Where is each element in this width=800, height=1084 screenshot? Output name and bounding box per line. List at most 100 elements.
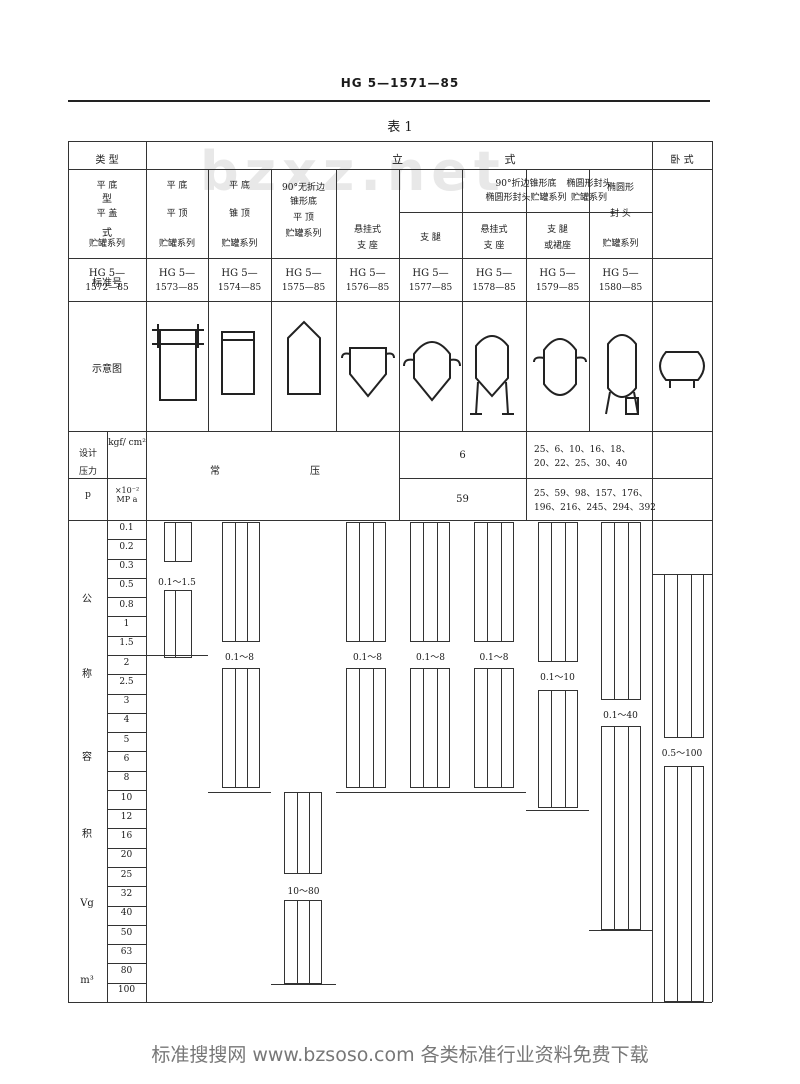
std-no-1-b: 1572—85 xyxy=(85,283,129,293)
v-line xyxy=(107,520,108,1002)
range-end-3 xyxy=(271,984,336,985)
range-bar-6a xyxy=(474,522,514,642)
col-4-l4: 贮罐系列 xyxy=(285,229,322,239)
volume-label-4: 积 xyxy=(82,829,92,840)
style-label-b: 式 xyxy=(102,228,112,239)
table-caption: 表 1 xyxy=(387,120,413,135)
v-line xyxy=(399,169,400,520)
col-4-l2: 锥形底 xyxy=(289,197,317,207)
group-horizontal: 卧 式 xyxy=(670,155,694,166)
col-2-l3: 贮罐系列 xyxy=(158,239,195,249)
range-end-6 xyxy=(462,792,526,793)
range-bar-3b xyxy=(284,900,322,984)
cone-pressure-mpa: 59 xyxy=(456,494,469,505)
sketch-cone-legs xyxy=(470,335,514,415)
volume-25: 25 xyxy=(120,870,133,880)
sketch-cone-top xyxy=(287,320,321,395)
col-7-l1: 悬挂式 xyxy=(480,225,508,235)
ell-pressure-mpa-1: 25、59、98、157、176、 xyxy=(534,489,648,499)
volume-100: 100 xyxy=(117,985,136,995)
unit-kgf: kgf/ cm² xyxy=(108,438,146,448)
volume-3: 3 xyxy=(123,696,130,706)
scale-tick xyxy=(107,963,146,964)
col-4-l3: 平 顶 xyxy=(293,213,314,223)
volume-label-2: 称 xyxy=(82,669,92,680)
range-label-7: 0.1～10 xyxy=(540,673,575,683)
scale-tick xyxy=(107,539,146,540)
bottom-border xyxy=(68,1002,652,1003)
sketch-cone-lug xyxy=(403,341,461,402)
ell-pressure-mpa-2: 196、216、245、294、392 xyxy=(534,503,656,513)
scale-tick xyxy=(107,578,146,579)
range-bar-8b xyxy=(601,726,641,930)
col-1-l2: 平 盖 xyxy=(96,209,118,219)
volume-10: 10 xyxy=(120,793,133,803)
pressure-label-1: 设计 xyxy=(78,449,97,459)
volume-63: 63 xyxy=(120,947,133,957)
scale-tick xyxy=(107,925,146,926)
scale-tick xyxy=(107,636,146,637)
range-label-9: 0.5～100 xyxy=(661,749,703,759)
cone-group-title: 90°折边锥形底 xyxy=(495,179,557,189)
scale-tick xyxy=(107,751,146,752)
volume-4: 4 xyxy=(123,715,130,725)
cone-pressure-kgf: 6 xyxy=(459,450,466,461)
scale-tick xyxy=(107,771,146,772)
v-line xyxy=(526,169,527,520)
scale-tick xyxy=(107,597,146,598)
volume-20: 20 xyxy=(120,850,133,860)
range-end-7 xyxy=(526,810,589,811)
v-line xyxy=(462,169,463,431)
col-8-l1: 支 腿 xyxy=(547,225,568,235)
pressure-label-2: 压力 xyxy=(78,467,97,477)
ell-pressure-kgf-1: 25、6、10、16、18、 xyxy=(534,445,631,455)
col-3-l3: 贮罐系列 xyxy=(221,239,258,249)
range-bar-7b xyxy=(538,690,578,808)
header-rule xyxy=(68,100,710,102)
col-3-l1: 平 底 xyxy=(229,181,250,191)
h-line xyxy=(68,301,712,302)
std-no-5-a: HG 5— xyxy=(349,268,386,279)
col-5-l1: 悬挂式 xyxy=(353,225,381,235)
v-line xyxy=(271,169,272,431)
col-4-l1: 90°无折边 xyxy=(282,183,325,193)
col-9-l2: 封 头 xyxy=(610,209,631,219)
std-no-3-a: HG 5— xyxy=(221,268,258,279)
scale-tick xyxy=(107,616,146,617)
range-label-8: 0.1～40 xyxy=(603,711,638,721)
sub-divider xyxy=(399,212,652,213)
h-line xyxy=(68,258,712,259)
top-border xyxy=(68,141,712,142)
range-bar-5b xyxy=(410,668,450,788)
volume-0.8: 0.8 xyxy=(119,600,134,610)
range-label-3: 10～80 xyxy=(287,887,320,897)
volume-12: 12 xyxy=(120,812,133,822)
scale-tick xyxy=(107,886,146,887)
style-label-a: 型 xyxy=(102,194,112,205)
range-bar-1a xyxy=(164,522,192,562)
v-line xyxy=(336,169,337,431)
range-bar-3a xyxy=(284,792,322,874)
volume-1.5: 1.5 xyxy=(119,638,134,648)
range-bar-2b xyxy=(222,668,260,788)
std-no-7-a: HG 5— xyxy=(475,268,513,279)
std-no-1-a: HG 5— xyxy=(88,268,126,279)
volume-40: 40 xyxy=(120,908,133,918)
range-bar-1b xyxy=(164,590,192,658)
cone-group-subtitle: 椭圆形封头贮罐系列 xyxy=(485,193,567,203)
col-3-l2: 锥 顶 xyxy=(229,209,250,219)
std-no-6-a: HG 5— xyxy=(412,268,449,279)
col-6-l1: 支 腿 xyxy=(420,233,441,243)
std-no-6-b: 1577—85 xyxy=(408,283,453,293)
range-label-4: 0.1～8 xyxy=(352,653,383,663)
volume-label-1: 公 xyxy=(82,594,92,605)
group-vertical: 立 xyxy=(392,153,403,166)
scale-tick xyxy=(107,944,146,945)
volume-0.5: 0.5 xyxy=(119,580,134,590)
volume-8: 8 xyxy=(123,773,130,783)
volume-6: 6 xyxy=(123,754,130,764)
range-label-6: 0.1～8 xyxy=(479,653,509,663)
v-line xyxy=(146,141,147,1002)
scale-tick xyxy=(107,674,146,675)
footer-text: 标准搜搜网 www.bzsoso.com 各类标准行业资料免费下载 xyxy=(151,1044,649,1066)
